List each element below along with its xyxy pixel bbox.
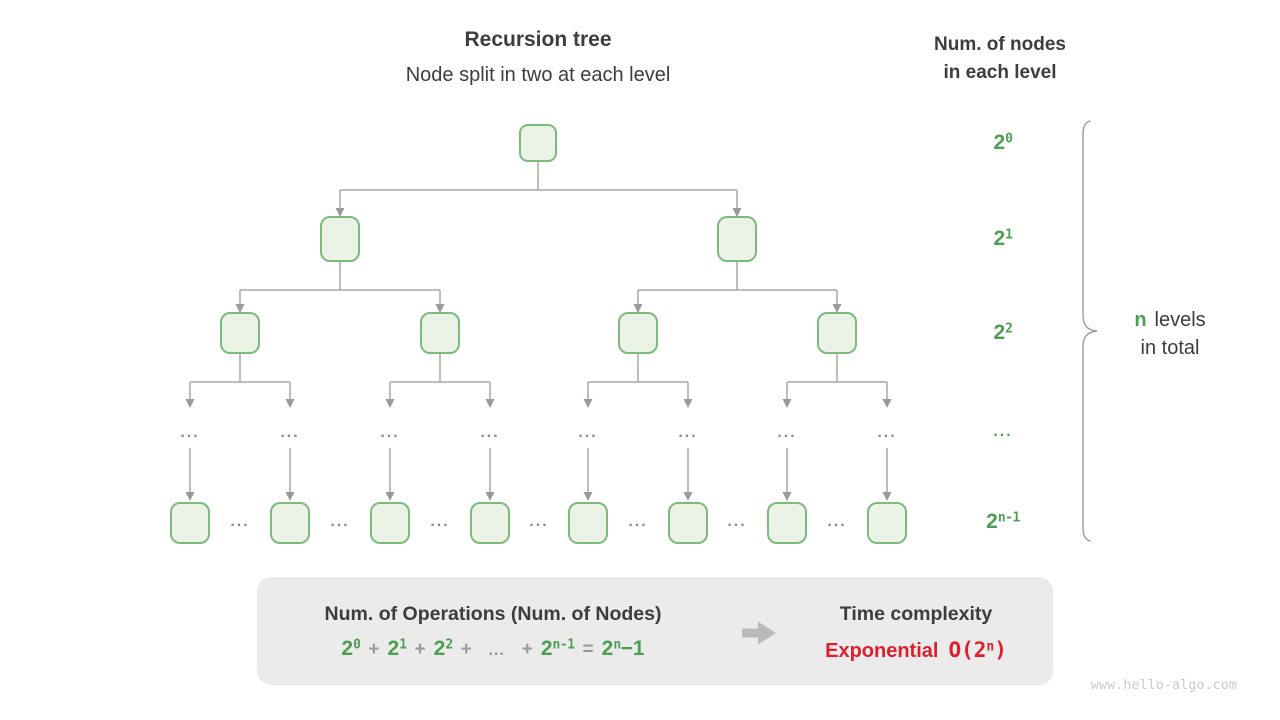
level-1-exponent: 1 bbox=[1005, 227, 1013, 243]
bottom-ellipsis-6: ... bbox=[727, 513, 747, 530]
plus-op-2: + bbox=[414, 639, 426, 660]
bottom-ellipsis-1: ... bbox=[230, 513, 250, 530]
level-0-exponent: 0 bbox=[1005, 131, 1013, 147]
levels-brace bbox=[1082, 120, 1098, 542]
bottom-ellipsis-5: ... bbox=[628, 513, 648, 530]
brace-label-levels: levels bbox=[1154, 309, 1206, 331]
level-ellipsis-count: ... bbox=[993, 423, 1013, 440]
l3-ellipsis-8: ... bbox=[877, 424, 897, 441]
l3-ellipsis-1: ... bbox=[180, 424, 200, 441]
complexity-value: Exponential O(2n) bbox=[825, 638, 1007, 663]
term-2-0: 20 bbox=[341, 637, 361, 660]
right-heading-line1: Num. of nodes bbox=[934, 34, 1066, 55]
right-heading-line2: in each level bbox=[943, 62, 1057, 83]
time-complexity-title: Time complexity bbox=[839, 603, 993, 625]
arrowheads bbox=[185, 208, 892, 501]
level-2-exponent: 2 bbox=[1005, 321, 1013, 337]
level-1-count: 21 bbox=[993, 227, 1013, 251]
bottom-ellipsis-3: ... bbox=[430, 513, 450, 530]
diagram-title: Recursion tree bbox=[464, 28, 612, 51]
plus-op-4: + bbox=[521, 639, 533, 660]
plus-op-3: + bbox=[460, 639, 472, 660]
bottom-ellipsis-2: ... bbox=[330, 513, 350, 530]
connector-lines bbox=[189, 161, 888, 493]
level-1-base: 2 bbox=[993, 227, 1006, 250]
term-2-2: 22 bbox=[433, 637, 454, 660]
operations-formula: 20 +21 +22 + … +2n-1 = 2n−1 bbox=[341, 637, 644, 661]
term-2-n-1: 2n-1 bbox=[540, 637, 575, 660]
result-term: 2n−1 bbox=[601, 637, 645, 660]
l3-ellipsis-7: ... bbox=[777, 424, 797, 441]
n-variable: n bbox=[1134, 309, 1147, 331]
l3-ellipsis-3: ... bbox=[380, 424, 400, 441]
l3-ellipsis-6: ... bbox=[678, 424, 698, 441]
watermark-url: www.hello-algo.com bbox=[1090, 677, 1237, 693]
level-2-base: 2 bbox=[993, 321, 1006, 344]
operations-title: Num. of Operations (Num. of Nodes) bbox=[324, 603, 662, 625]
level-last-base: 2 bbox=[986, 510, 998, 533]
equals-op: = bbox=[582, 639, 594, 660]
complexity-word: Exponential bbox=[825, 640, 939, 662]
l3-ellipsis-2: ... bbox=[280, 424, 300, 441]
level-0-base: 2 bbox=[993, 131, 1006, 154]
big-o-notation: O(2n) bbox=[948, 638, 1007, 662]
term-2-1: 21 bbox=[387, 637, 408, 660]
level-last-exponent: n-1 bbox=[997, 510, 1020, 526]
level-last-count: 2n-1 bbox=[986, 510, 1020, 534]
l3-ellipsis-4: ... bbox=[480, 424, 500, 441]
plus-op-1: + bbox=[368, 639, 380, 660]
level-2-count: 22 bbox=[993, 321, 1013, 345]
l3-ellipsis-5: ... bbox=[578, 424, 598, 441]
brace-label-line2: in total bbox=[1140, 337, 1200, 359]
formula-ellipsis: … bbox=[487, 640, 506, 659]
summary-box bbox=[257, 577, 1053, 685]
bottom-ellipsis-7: ... bbox=[827, 513, 847, 530]
tree-nodes bbox=[170, 124, 907, 544]
diagram-subtitle: Node split in two at each level bbox=[405, 64, 671, 86]
level-0-count: 20 bbox=[993, 131, 1013, 155]
bottom-ellipsis-4: ... bbox=[529, 513, 549, 530]
